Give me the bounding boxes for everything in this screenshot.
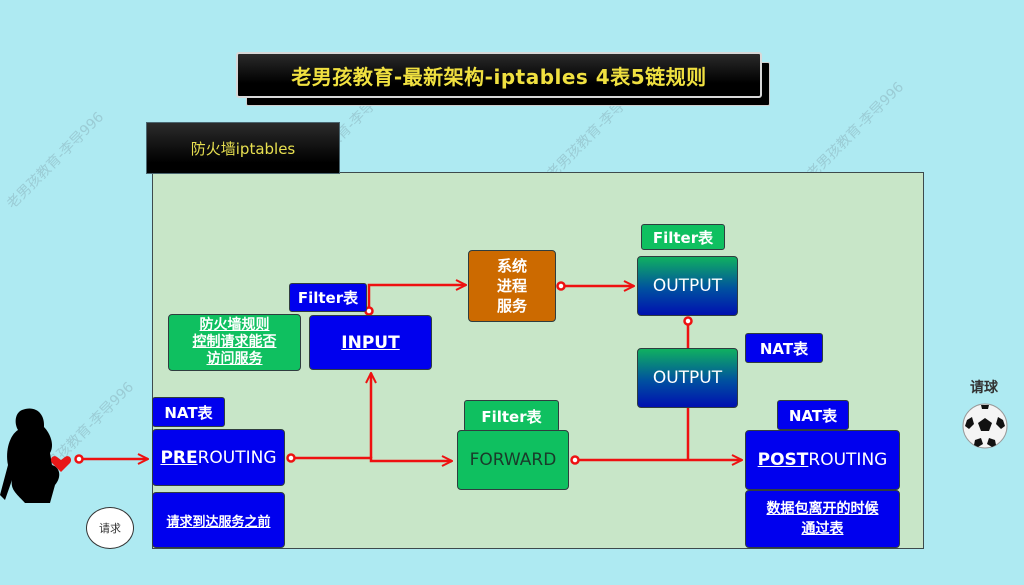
table-label: Filter表	[297, 289, 359, 307]
postrouting-table-tag: NAT表	[777, 400, 849, 430]
person-silhouette-icon	[0, 408, 60, 503]
connector-dot	[556, 281, 566, 291]
connector-dot	[74, 454, 84, 464]
chain-suffix: ROUTING	[808, 450, 888, 470]
description-text: 请求到达服务之前	[166, 514, 271, 530]
postrouting-description: 数据包离开的时候 通过表	[745, 490, 900, 548]
process-line: 系统	[496, 257, 527, 275]
forward-table-tag: Filter表	[464, 400, 559, 432]
prerouting-description: 请求到达服务之前	[152, 492, 285, 548]
soccer-ball-icon[interactable]	[961, 402, 1009, 450]
chain-suffix: ROUTING	[197, 447, 277, 468]
chain-label: OUTPUT	[652, 276, 723, 296]
system-process-service[interactable]: 系统 进程 服务	[468, 250, 556, 322]
output-filter-table-tag: Filter表	[641, 224, 725, 250]
note-line: 控制请求能否	[192, 334, 277, 350]
note-line: 防火墙规则	[199, 317, 270, 333]
connector-dot	[286, 453, 296, 463]
chain-prefix: POST	[757, 450, 809, 470]
diagram-title: 老男孩教育-最新架构-iptables 4表5链规则	[236, 52, 762, 98]
request-bubble: 请求	[86, 507, 134, 549]
chain-label: FORWARD	[469, 450, 557, 470]
input-chain[interactable]: INPUT	[309, 315, 432, 370]
request-label: 请求	[99, 522, 121, 535]
firewall-tab: 防火墙iptables	[146, 122, 340, 174]
table-label: NAT表	[164, 403, 213, 422]
prerouting-table-tag: NAT表	[152, 397, 225, 427]
output-filter-chain[interactable]: OUTPUT	[637, 256, 738, 316]
description-line: 通过表	[801, 521, 844, 537]
arrow-prerouting-to-forward	[291, 458, 452, 461]
table-label: NAT表	[759, 339, 809, 358]
chain-label: OUTPUT	[652, 368, 723, 388]
input-table-tag: Filter表	[289, 283, 367, 312]
connector-dot	[570, 455, 580, 465]
table-label: Filter表	[652, 228, 714, 247]
table-label: Filter表	[481, 407, 542, 426]
description-line: 数据包离开的时候	[766, 501, 879, 517]
arrow-input-to-process	[367, 285, 466, 313]
connector-dot	[683, 316, 693, 326]
heart-icon	[50, 456, 72, 472]
diagram-title-text: 老男孩教育-最新架构-iptables 4表5链规则	[291, 64, 707, 89]
chain-prefix: PRE	[160, 447, 198, 468]
table-label: NAT表	[788, 406, 838, 425]
output-nat-chain[interactable]: OUTPUT	[637, 348, 738, 408]
note-line: 访问服务	[206, 351, 263, 367]
process-line: 服务	[496, 297, 527, 315]
forward-chain[interactable]: FORWARD	[457, 430, 569, 490]
firewall-rule-note: 防火墙规则 控制请求能否 访问服务	[168, 314, 301, 371]
process-line: 进程	[496, 277, 527, 295]
output-nat-table-tag: NAT表	[745, 333, 823, 363]
chain-label: INPUT	[341, 332, 400, 353]
ball-label: 请球	[970, 380, 998, 396]
firewall-tab-label: 防火墙iptables	[190, 139, 296, 158]
